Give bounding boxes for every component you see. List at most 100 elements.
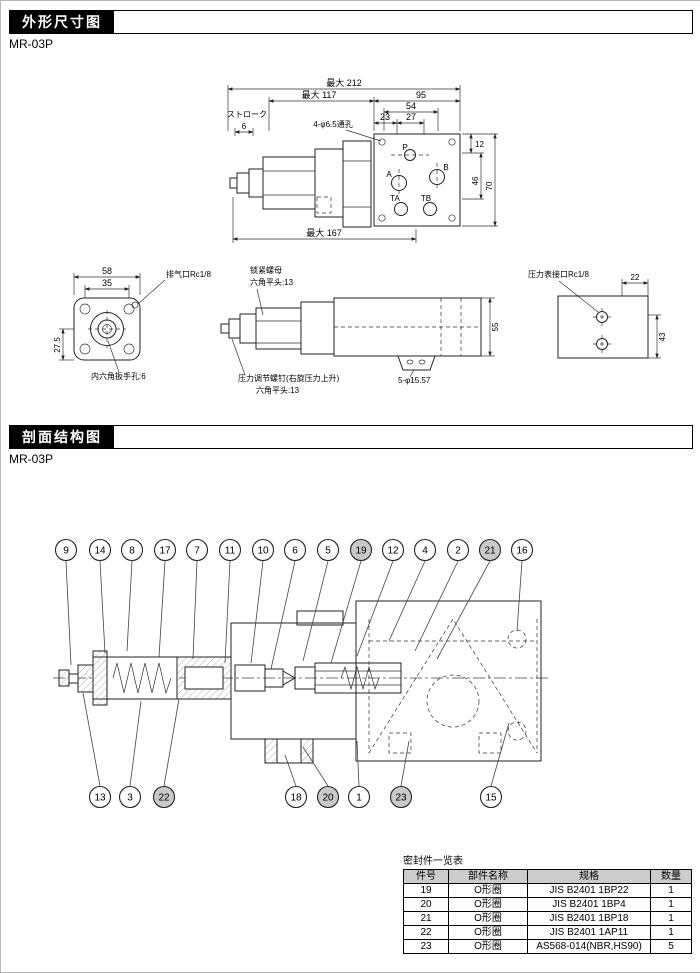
callout-leader-8 bbox=[126, 560, 133, 652]
outline-front-view: 锁紧螺母 六角平头:13 55 压力调节螺钉(右旋压力上升) 六角平头:13 bbox=[220, 265, 500, 395]
seal-table-cell: 1 bbox=[650, 925, 692, 940]
hex-socket-label: 内六角扳手孔:6 bbox=[91, 371, 146, 381]
callout-leader-9 bbox=[65, 560, 72, 666]
section1-title: 外形尺寸图 bbox=[10, 11, 114, 33]
callout-circle-14 bbox=[88, 538, 112, 562]
dim-22: 22 bbox=[631, 273, 640, 282]
seal-table-cell: AS568-014(NBR,HS90) bbox=[527, 939, 651, 954]
seal-table-cell: JIS B2401 1BP18 bbox=[527, 911, 651, 926]
callout-number-22: 22 bbox=[158, 793, 170, 804]
callout-circle-20 bbox=[316, 785, 340, 809]
callout-leader-23 bbox=[400, 740, 410, 787]
mounting-holes-note: 4-φ6.5通孔 bbox=[313, 119, 352, 129]
dim-46: 46 bbox=[471, 176, 480, 185]
dim-95: 95 bbox=[416, 90, 426, 100]
callout-number-4: 4 bbox=[422, 546, 428, 557]
callout-number-8: 8 bbox=[129, 546, 135, 557]
bottom-holes-label: 5-φ15.57 bbox=[398, 376, 431, 385]
callout-leader-14 bbox=[99, 560, 106, 654]
callout-leader-10 bbox=[250, 560, 264, 664]
callout-leader-5 bbox=[302, 560, 329, 662]
seal-table-header: 规格 bbox=[527, 869, 651, 884]
seal-table-cell: 1 bbox=[650, 883, 692, 898]
vent-port-label: 排气口Rc1/8 bbox=[166, 269, 211, 279]
callout-leader-21 bbox=[436, 560, 491, 660]
seal-table-cell: O形圈 bbox=[448, 897, 528, 912]
callout-number-23: 23 bbox=[395, 793, 407, 804]
outline-left-view: 58 35 27.5 排气口Rc1/8 内六角扳手孔:6 bbox=[53, 266, 211, 381]
callout-circle-6 bbox=[283, 538, 307, 562]
seal-table-cell: JIS B2401 1AP11 bbox=[527, 925, 651, 940]
callout-leader-13 bbox=[82, 692, 101, 787]
callout-number-10: 10 bbox=[257, 546, 269, 557]
callout-circle-22 bbox=[152, 785, 176, 809]
callout-number-17: 17 bbox=[159, 546, 171, 557]
dim-54: 54 bbox=[406, 101, 416, 111]
callout-leader-6 bbox=[270, 560, 296, 670]
callout-circle-18 bbox=[284, 785, 308, 809]
gauge-port-label: 压力表接口Rc1/8 bbox=[528, 269, 589, 279]
dim-6: 6 bbox=[242, 122, 247, 131]
callout-circle-15 bbox=[479, 785, 503, 809]
callout-number-21: 21 bbox=[484, 546, 496, 557]
outline-top-drawing: 最大 212 最大 117 95 54 23 27 ストローク bbox=[227, 77, 498, 243]
callout-leader-4 bbox=[388, 560, 426, 642]
callout-leader-22 bbox=[163, 698, 180, 787]
callout-leader-12 bbox=[356, 560, 394, 657]
callout-number-14: 14 bbox=[94, 546, 106, 557]
section2-title: 剖面结构图 bbox=[10, 426, 114, 448]
seal-table-cell: 22 bbox=[403, 925, 449, 940]
callout-circle-3 bbox=[118, 785, 142, 809]
port-tb-label: TB bbox=[421, 194, 431, 203]
adjust-screw-hex-label: 六角平头:13 bbox=[256, 385, 300, 395]
port-ta-label: TA bbox=[390, 194, 400, 203]
dim-43: 43 bbox=[658, 332, 667, 341]
dim-max-212: 最大 212 bbox=[326, 77, 362, 88]
dim-12: 12 bbox=[475, 140, 484, 149]
dim-23: 23 bbox=[380, 112, 390, 122]
dim-55: 55 bbox=[491, 322, 500, 331]
outline-right-view: 压力表接口Rc1/8 22 43 bbox=[528, 269, 667, 359]
callout-leader-1 bbox=[356, 740, 360, 787]
seal-table-cell: 5 bbox=[650, 939, 692, 954]
callout-number-15: 15 bbox=[485, 793, 497, 804]
seal-table-cell: O形圈 bbox=[448, 883, 528, 898]
dim-35: 35 bbox=[102, 278, 112, 288]
callout-number-3: 3 bbox=[127, 793, 133, 804]
callout-leader-20 bbox=[302, 746, 329, 787]
seal-table-headrow: 件号部件名称规格数量 bbox=[403, 869, 692, 884]
dim-max-167: 最大 167 bbox=[306, 227, 342, 238]
callout-number-20: 20 bbox=[322, 793, 334, 804]
callout-circle-8 bbox=[120, 538, 144, 562]
seal-table-cell: JIS B2401 1BP22 bbox=[527, 883, 651, 898]
seal-table-cell: 20 bbox=[403, 897, 449, 912]
callout-leader-16 bbox=[516, 560, 523, 632]
callout-number-19: 19 bbox=[355, 546, 367, 557]
dim-27-5: 27.5 bbox=[53, 337, 62, 353]
seal-table-cell: O形圈 bbox=[448, 911, 528, 926]
seal-table-header: 数量 bbox=[650, 869, 692, 884]
dim-max-117: 最大 117 bbox=[302, 89, 337, 100]
callout-circle-2 bbox=[446, 538, 470, 562]
seal-table-cell: 19 bbox=[403, 883, 449, 898]
section-drawing bbox=[53, 600, 549, 764]
model-label-2: MR-03P bbox=[9, 452, 54, 466]
seal-table-header: 部件名称 bbox=[448, 869, 528, 884]
seal-table-cell: JIS B2401 1BP4 bbox=[527, 897, 651, 912]
callout-number-7: 7 bbox=[194, 546, 200, 557]
dim-70: 70 bbox=[485, 181, 494, 190]
callout-circle-16 bbox=[510, 538, 534, 562]
callout-circle-4 bbox=[413, 538, 437, 562]
port-p-label: P bbox=[402, 143, 407, 152]
callout-circle-19 bbox=[349, 538, 373, 562]
callout-number-16: 16 bbox=[516, 546, 528, 557]
seal-table-cell: O形圈 bbox=[448, 925, 528, 940]
callout-leader-19 bbox=[330, 560, 362, 664]
seal-table-cell: 1 bbox=[650, 897, 692, 912]
